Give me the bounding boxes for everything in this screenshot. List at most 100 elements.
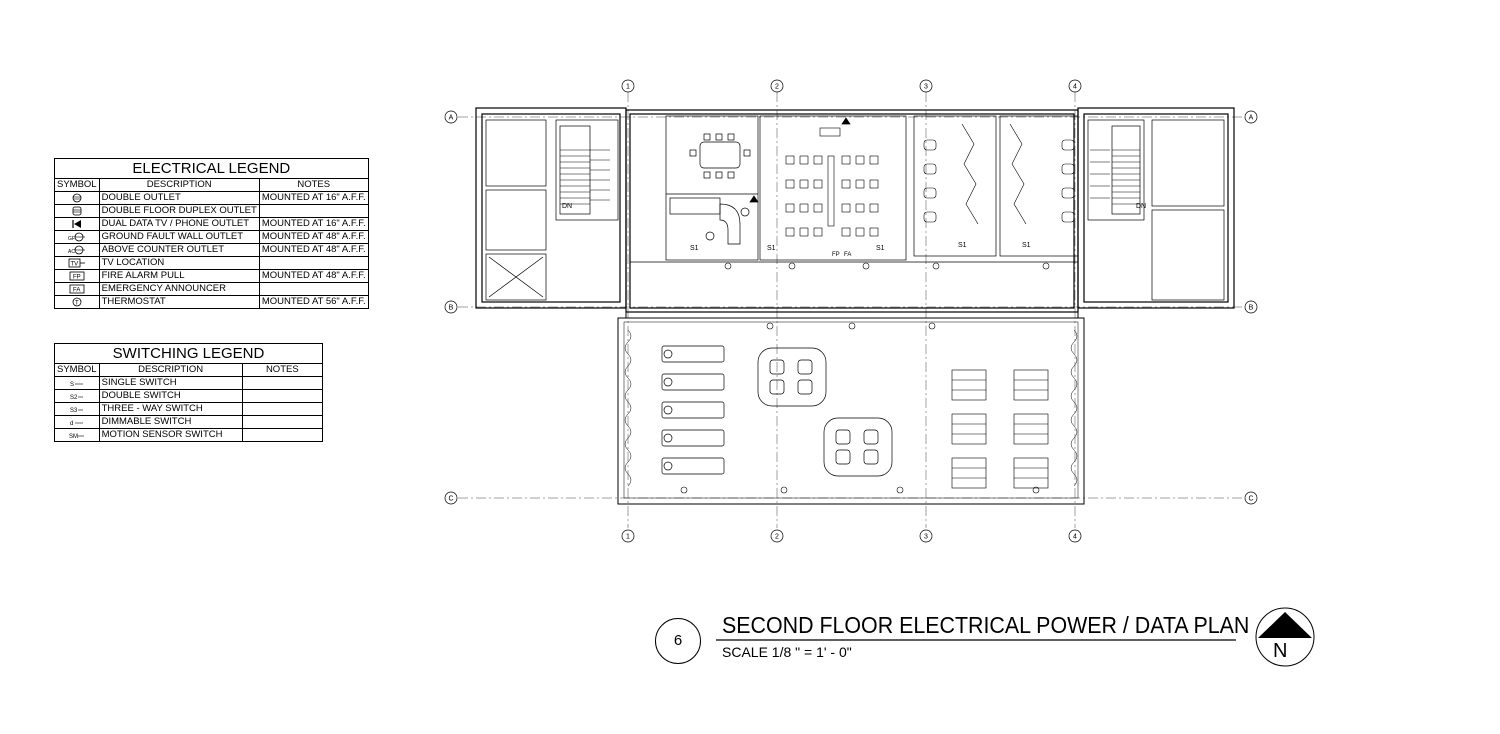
grid-bubble-3-top: 3: [919, 79, 933, 93]
fire-alarm-tag: FP: [832, 252, 840, 258]
data-outlet-marker: [749, 195, 759, 203]
plan-outlets: [680, 262, 1050, 494]
office-desk: [669, 197, 750, 245]
switch-tag: S1: [1022, 242, 1031, 249]
legend-row: S3 THREE - WAY SWITCH: [54, 402, 324, 416]
fire-alarm-pull-icon: FP: [69, 271, 85, 281]
classroom-seats: [785, 127, 879, 237]
legend-notes: MOUNTED AT 56" A.F.F.: [258, 295, 369, 309]
sofa-groups: [757, 347, 893, 477]
svg-text:A: A: [1249, 115, 1254, 122]
svg-text:SM: SM: [69, 434, 78, 439]
svg-text:4: 4: [1073, 534, 1077, 541]
svg-text:4: 4: [1073, 84, 1077, 91]
north-label: N: [1273, 640, 1288, 662]
grid-bubble-2-top: 2: [770, 79, 784, 93]
switch-tag: S1: [767, 245, 776, 252]
announcer-tag: FA: [844, 252, 851, 258]
switch-tag: S1: [958, 242, 967, 249]
grid-bubble-3-bottom: 3: [919, 529, 933, 543]
restroom-fixtures: [923, 123, 1075, 225]
svg-text:B: B: [449, 305, 454, 312]
switch-tag: S1: [876, 245, 885, 252]
svg-text:S: S: [70, 382, 74, 387]
motion-sensor-switch-icon: SM: [69, 434, 84, 439]
svg-text:1: 1: [626, 84, 630, 91]
svg-text:T: T: [75, 301, 79, 307]
floor-duplex-outlet-icon: [72, 206, 82, 216]
east-stair: [1090, 149, 1140, 205]
legend-row: SM MOTION SENSOR SWITCH: [54, 428, 324, 442]
svg-text:A: A: [449, 115, 454, 122]
legend-row: FP FIRE ALARM PULL MOUNTED AT 48" A.F.F.: [54, 269, 369, 283]
single-switch-icon: S: [70, 382, 83, 387]
svg-text:C: C: [448, 496, 453, 503]
tv-location-icon: TV: [68, 258, 85, 268]
data-outlet-marker: [841, 117, 851, 125]
grid-bubble-a-right: A: [1244, 110, 1258, 124]
grid-bubble-4-top: 4: [1068, 79, 1082, 93]
north-arrow-icon: [1255, 607, 1315, 667]
svg-text:S2: S2: [70, 395, 78, 400]
switch-tag: S1: [690, 245, 699, 252]
svg-text:3: 3: [924, 84, 928, 91]
electrical-legend: ELECTRICAL LEGEND SYMBOL DESCRIPTION NOT…: [54, 158, 369, 309]
grid-lines: [458, 92, 1244, 528]
svg-text:B: B: [1249, 305, 1254, 312]
dimmable-switch-icon: d: [70, 421, 83, 426]
three-way-switch-icon: S3: [70, 408, 83, 413]
plan-tags: S1 S1 S1 S1 S1 DN DN FP FA: [562, 203, 1146, 258]
data-phone-outlet-icon: [72, 220, 81, 228]
sheet-number: 6: [655, 618, 701, 664]
legend-description: THERMOSTAT: [98, 295, 260, 309]
gfci-outlet-icon: GF: [68, 232, 85, 242]
west-wing-rooms: [485, 119, 619, 301]
thermostat-icon: T: [72, 297, 82, 307]
svg-text:d: d: [70, 421, 73, 426]
east-wing-rooms: [1087, 119, 1225, 301]
stair-down-tag: DN: [562, 203, 572, 210]
drawing-title: SECOND FLOOR ELECTRICAL POWER / DATA PLA…: [722, 612, 1250, 638]
double-outlet-icon: [72, 193, 82, 203]
grid-bubble-1-top: 1: [621, 79, 635, 93]
legend-notes: [241, 428, 324, 442]
grid-bubble-a-left: A: [444, 110, 458, 124]
svg-text:AC: AC: [68, 249, 75, 255]
switching-legend: SWITCHING LEGEND SYMBOL DESCRIPTION NOTE…: [54, 343, 324, 442]
planter-vegetation: [624, 329, 1078, 487]
core-rooms: [630, 115, 1079, 263]
svg-text:TV: TV: [70, 262, 78, 268]
picnic-tables: [951, 369, 1049, 489]
lounge-chairs: [661, 345, 725, 475]
svg-text:FP: FP: [73, 275, 81, 281]
terrace: [617, 312, 1085, 505]
grid-bubble-2-bottom: 2: [770, 529, 784, 543]
grid-bubble-b-right: B: [1244, 300, 1258, 314]
west-stair: [560, 149, 610, 205]
svg-text:1: 1: [626, 534, 630, 541]
counter-outlet-icon: AC: [68, 245, 85, 255]
legend-row: T THERMOSTAT MOUNTED AT 56" A.F.F.: [54, 295, 369, 309]
svg-text:3: 3: [924, 534, 928, 541]
grid-bubble-c-left: C: [444, 491, 458, 505]
grid-bubble-1-bottom: 1: [621, 529, 635, 543]
svg-text:GF: GF: [68, 236, 75, 242]
legend-row: GF GROUND FAULT WALL OUTLET MOUNTED AT 4…: [54, 230, 369, 244]
grid-bubble-c-right: C: [1244, 491, 1258, 505]
exterior-walls: [475, 107, 1235, 313]
legend-row: AC ABOVE COUNTER OUTLET MOUNTED AT 48" A…: [54, 243, 369, 257]
stair-down-tag: DN: [1136, 203, 1146, 210]
svg-text:S3: S3: [70, 408, 78, 413]
conference-table: [689, 133, 751, 179]
emergency-announcer-icon: FA: [69, 284, 85, 294]
svg-text:FA: FA: [73, 288, 80, 294]
svg-text:2: 2: [775, 534, 779, 541]
svg-text:C: C: [1248, 496, 1253, 503]
grid-bubble-4-bottom: 4: [1068, 529, 1082, 543]
grid-bubble-b-left: B: [444, 300, 458, 314]
svg-text:2: 2: [775, 84, 779, 91]
double-switch-icon: S2: [70, 395, 83, 400]
legend-row: DOUBLE FLOOR DUPLEX OUTLET: [54, 204, 369, 218]
drawing-scale: SCALE 1/8 " = 1' - 0": [722, 644, 852, 660]
